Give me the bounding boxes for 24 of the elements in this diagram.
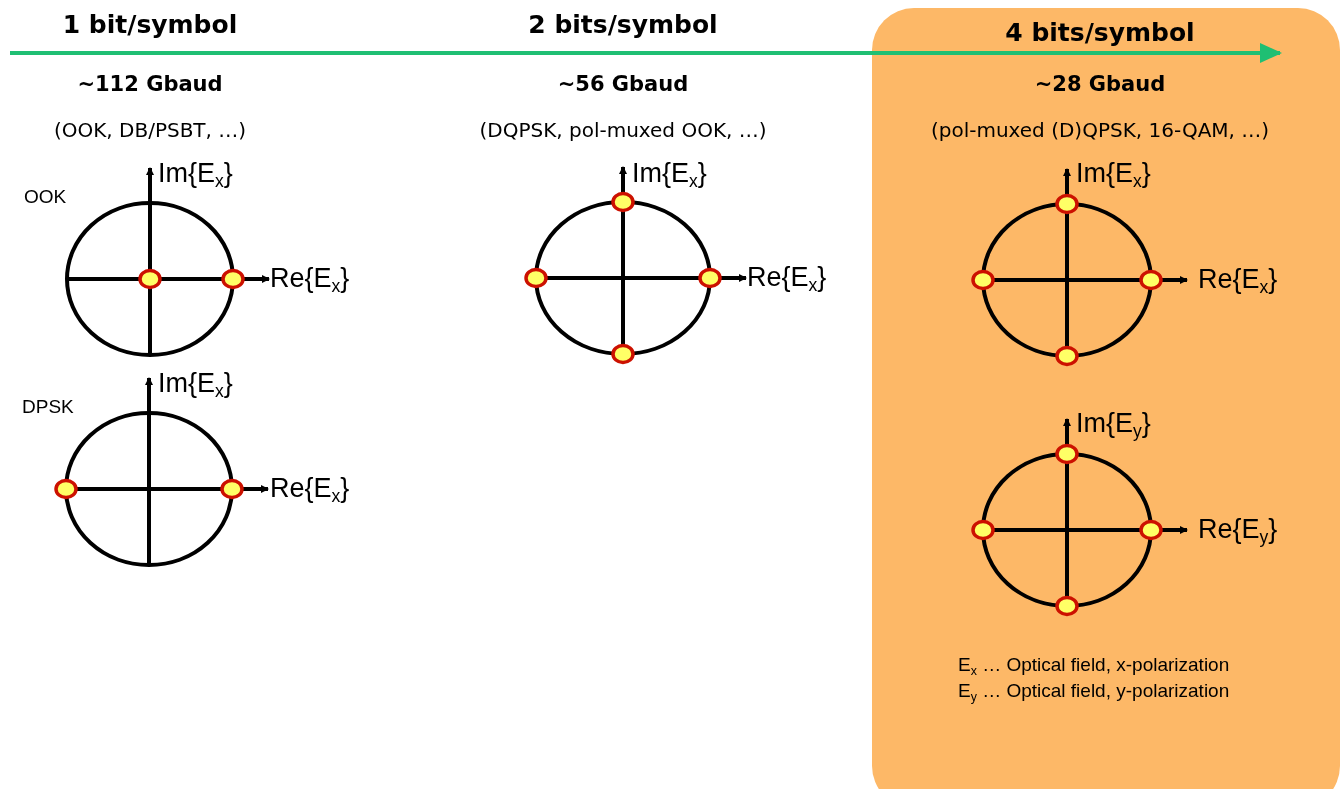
axis-label: Re{E$_{x}$} xyxy=(270,473,350,504)
axis-label: Im{E$_{x}$} xyxy=(632,158,707,189)
modulation-list-text: (pol-muxed (D)QPSK, 16-QAM, …) xyxy=(930,118,1270,142)
note-text: E$_{y}$ … Optical field, y-polarization xyxy=(958,680,1230,702)
modulation-list-text: (OOK, DB/PSBT, …) xyxy=(53,118,247,142)
axis-label: Re{E$_{x}$} xyxy=(747,262,827,293)
axis-label: Im{E$_{x}$} xyxy=(158,368,233,399)
modulation-label: DPSK xyxy=(22,396,74,418)
heading-text: 4 bits/symbol xyxy=(1005,18,1195,47)
highlight-panel xyxy=(872,8,1340,789)
baud-rate-text: ~56 Gbaud xyxy=(557,72,689,96)
baud-rate-text: ~112 Gbaud xyxy=(77,72,223,96)
axis-label: Im{E$_{x}$} xyxy=(158,158,233,189)
heading-text: 2 bits/symbol xyxy=(528,10,718,39)
note-text: E$_{x}$ … Optical field, x-polarization xyxy=(958,654,1230,676)
baud-rate-text: ~28 Gbaud xyxy=(1034,72,1166,96)
heading-text: 1 bit/symbol xyxy=(62,10,238,39)
modulation-label: OOK xyxy=(24,186,67,208)
axis-label: Re{E$_{x}$} xyxy=(270,263,350,294)
modulation-list-text: (DQPSK, pol-muxed OOK, …) xyxy=(479,118,767,142)
axis-label: Re{E$_{x}$} xyxy=(1198,264,1278,295)
axis-label: Im{E$_{x}$} xyxy=(1076,158,1151,189)
axis-label: Im{E$_{y}$} xyxy=(1076,408,1151,439)
axis-label: Re{E$_{y}$} xyxy=(1198,514,1278,545)
